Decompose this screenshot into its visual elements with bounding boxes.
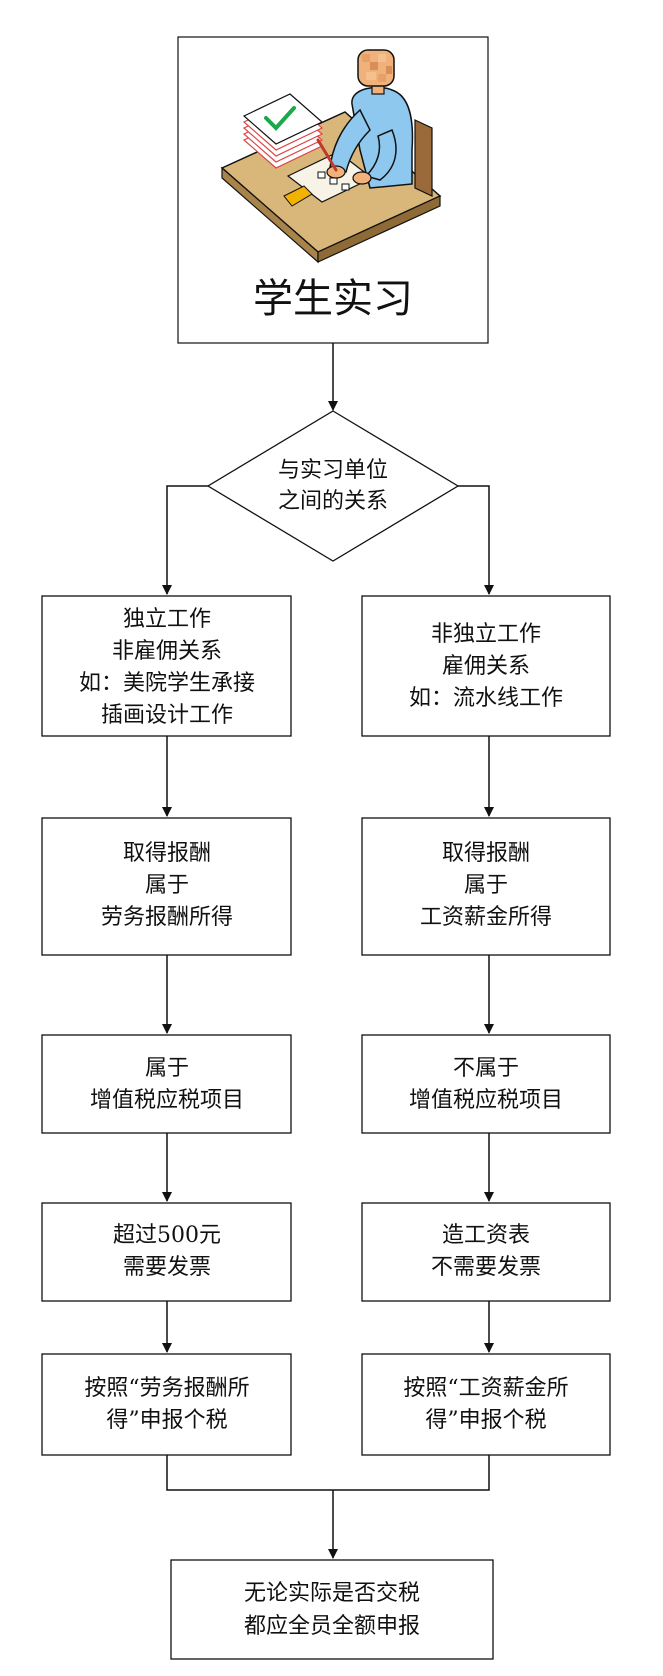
left-box-4-line-1: 超过500元	[113, 1223, 221, 1248]
left-box-2-line-2: 属于	[145, 873, 189, 898]
left-box-1-line-3: 如：美院学生承接	[79, 671, 255, 696]
left-box-3-line-2: 增值税应税项目	[90, 1088, 244, 1113]
right-box-3	[361, 1034, 611, 1134]
right-box-3-line-1: 不属于	[453, 1056, 519, 1081]
left-box-4	[41, 1202, 292, 1302]
right-box-2-line-2: 属于	[464, 873, 508, 898]
right-box-2-line-3: 工资薪金所得	[420, 905, 552, 930]
right-box-4	[361, 1202, 611, 1302]
left-box-2-line-3: 劳务报酬所得	[101, 905, 233, 930]
left-box-1-line-2: 非雇佣关系	[112, 639, 222, 664]
student-working-at-desk-icon	[220, 49, 442, 264]
left-box-4-line-2: 需要发票	[123, 1255, 211, 1280]
right-box-5-line-1: 按照“工资薪金所	[403, 1376, 568, 1401]
right-box-4-line-2: 不需要发票	[431, 1255, 541, 1280]
decision-diamond	[206, 410, 460, 562]
left-box-5-line-1: 按照“劳务报酬所	[84, 1376, 249, 1401]
right-box-1-line-1: 非独立工作	[431, 622, 541, 647]
decision-line-1: 与实习单位	[278, 458, 388, 483]
arrow-decision-to-left	[162, 485, 208, 595]
final-line-2: 都应全员全额申报	[244, 1614, 420, 1639]
left-box-2-line-1: 取得报酬	[123, 841, 211, 866]
left-box-1-line-4: 插画设计工作	[101, 703, 233, 728]
left-box-5-line-2: 得”申报个税	[106, 1408, 227, 1433]
right-box-1-line-2: 雇佣关系	[442, 654, 530, 679]
right-box-1	[361, 595, 611, 737]
right-box-5-line-2: 得”申报个税	[425, 1408, 546, 1433]
header-title: 学生实习	[253, 276, 413, 322]
left-box-3	[41, 1034, 292, 1134]
left-box-1-line-1: 独立工作	[123, 607, 211, 632]
right-box-5	[361, 1353, 611, 1456]
left-box-5	[41, 1353, 292, 1456]
right-box-2-line-1: 取得报酬	[442, 841, 530, 866]
final-box	[170, 1559, 494, 1660]
left-box-3-line-1: 属于	[145, 1056, 189, 1081]
merge-connector	[166, 1455, 490, 1491]
right-box-2	[361, 817, 611, 956]
arrow-decision-to-right	[458, 485, 494, 595]
pixelated-face-icon	[357, 49, 395, 87]
final-line-1: 无论实际是否交税	[244, 1581, 420, 1606]
right-box-4-line-1: 造工资表	[442, 1223, 530, 1248]
decision-line-2: 之间的关系	[278, 489, 388, 514]
right-box-1-line-3: 如：流水线工作	[409, 686, 563, 711]
right-box-3-line-2: 增值税应税项目	[409, 1088, 563, 1113]
left-box-2	[41, 817, 292, 956]
